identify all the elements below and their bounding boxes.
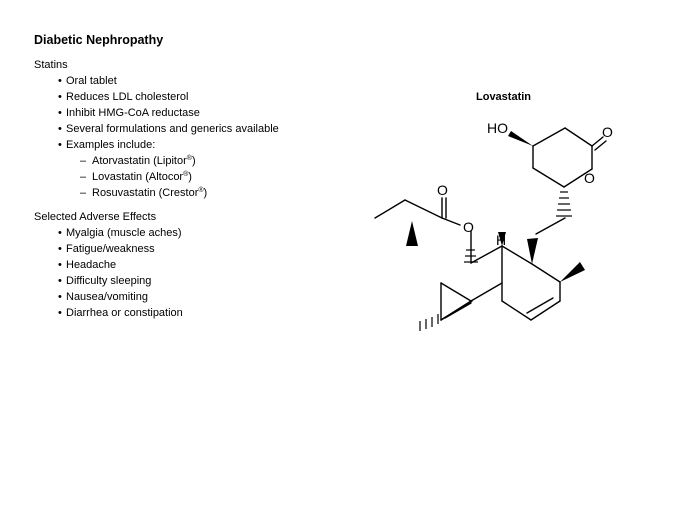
list-item: •Inhibit HMG-CoA reductase	[58, 107, 200, 119]
example-item: –Rosuvastatin (Crestor®)	[80, 187, 208, 199]
list-item: •Nausea/vomiting	[58, 291, 148, 303]
atom-label-ring-o: O	[584, 170, 595, 186]
list-item: •Reduces LDL cholesterol	[58, 91, 189, 103]
list-item: •Several formulations and generics avail…	[58, 123, 279, 135]
atom-label-lactone-carbonyl-o: O	[602, 124, 613, 140]
example-item: –Atorvastatin (Lipitor®)	[80, 155, 196, 167]
atom-label-ho: HO	[487, 120, 508, 136]
example-item: –Lovastatin (Altocor®)	[80, 171, 192, 183]
list-item: •Myalgia (muscle aches)	[58, 227, 182, 239]
structure-title: Lovastatin	[476, 91, 532, 103]
list-item: •Diarrhea or constipation	[58, 307, 183, 319]
list-item: •Oral tablet	[58, 75, 117, 87]
statins-heading: Statins	[34, 59, 68, 71]
structure-stereo-bonds	[406, 131, 585, 282]
list-item: •Headache	[58, 259, 117, 271]
adverse-effects-heading: Selected Adverse Effects	[34, 211, 157, 223]
structure-hashed-bonds	[419, 191, 572, 331]
list-item: •Fatigue/weakness	[58, 243, 155, 255]
atom-label-ester-carbonyl-o: O	[437, 182, 448, 198]
adverse-effects-list: •Myalgia (muscle aches) •Fatigue/weaknes…	[34, 225, 279, 321]
list-item: •Difficulty sleeping	[58, 275, 152, 287]
statins-list: •Oral tablet •Reduces LDL cholesterol •I…	[34, 73, 279, 201]
list-item: •Examples include:	[58, 139, 156, 151]
atom-label-ester-o: O	[463, 219, 474, 235]
slide-title: Diabetic Nephropathy	[34, 33, 164, 47]
structure-bonds	[374, 127, 607, 321]
atom-label-h: H	[496, 232, 506, 248]
slide-body: Statins •Oral tablet •Reduces LDL choles…	[34, 57, 279, 321]
